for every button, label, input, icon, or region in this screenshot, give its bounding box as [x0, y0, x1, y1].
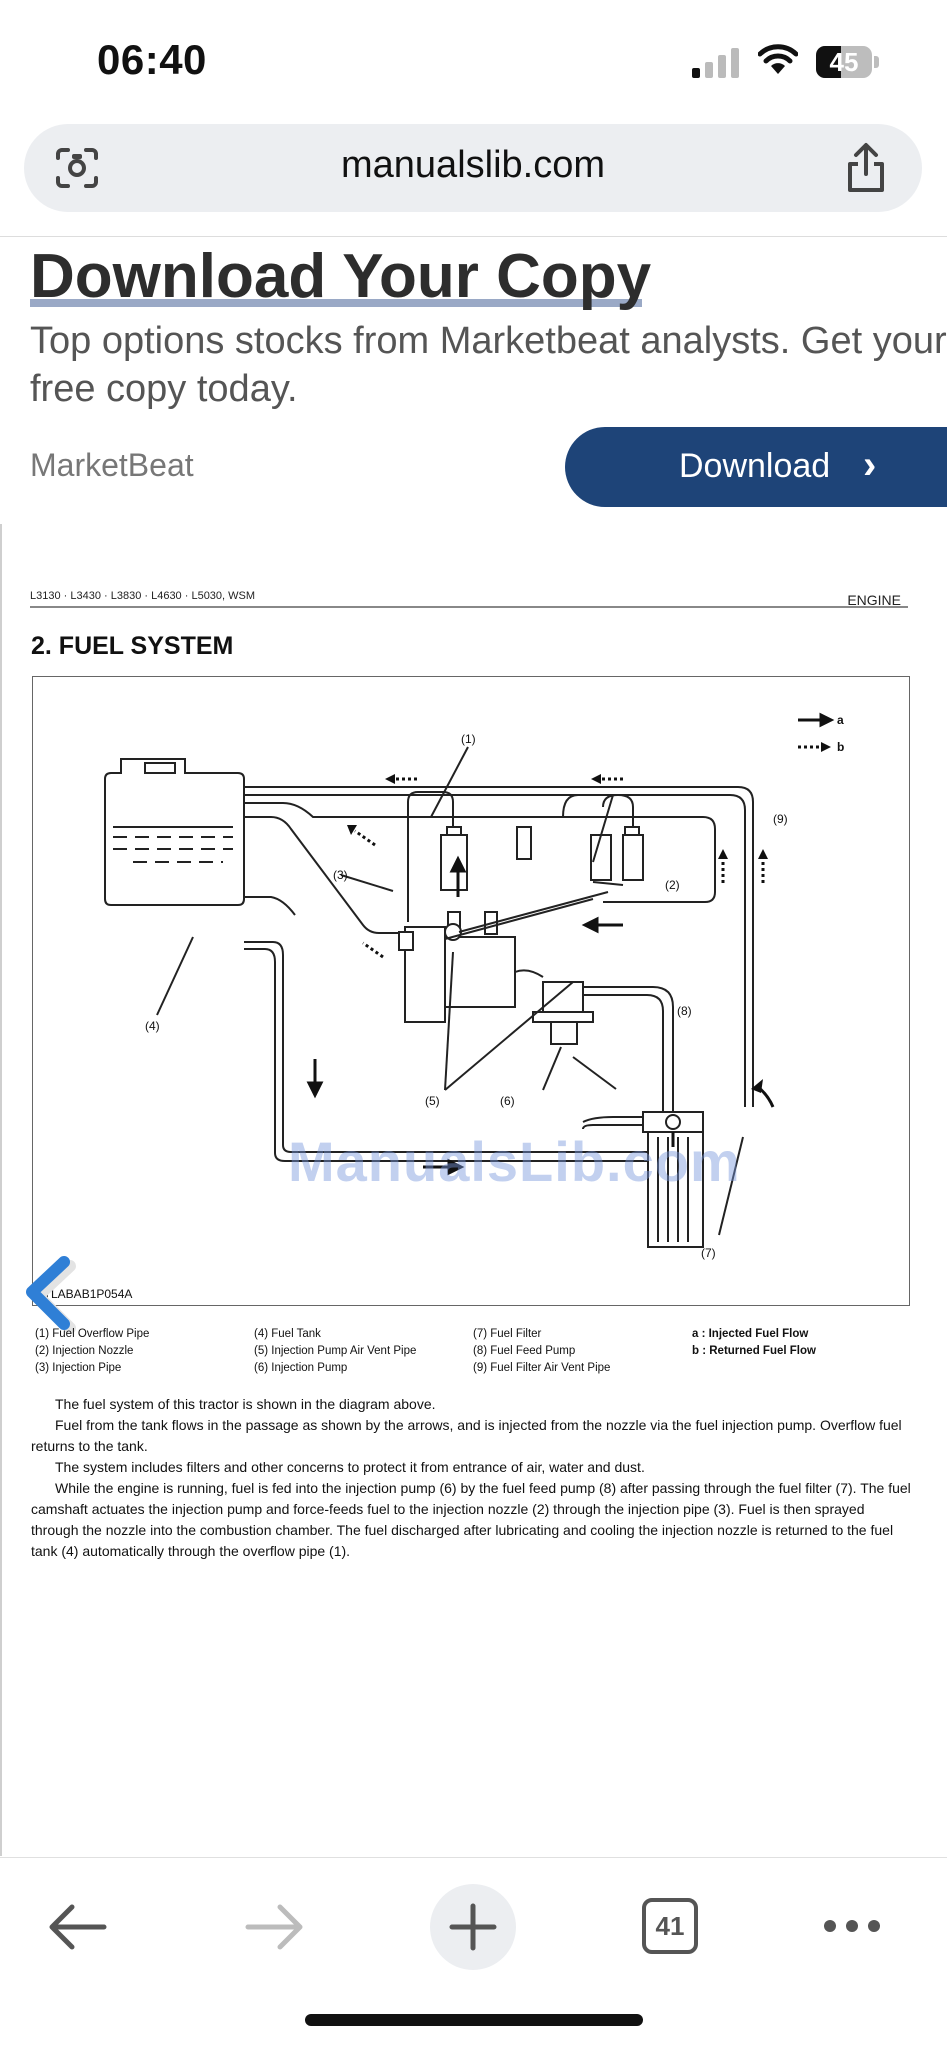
fuel-system-drawing: (1) (2) (4) (5) (6) (7) (8) (9) (3) a b	[104, 712, 844, 1260]
home-indicator	[305, 2014, 643, 2026]
fuel-tank	[104, 758, 245, 906]
status-bar: 06:40 45	[0, 0, 947, 120]
tab-switcher-button[interactable]: 41	[642, 1898, 698, 1954]
legend-item: a : Injected Fuel Flow	[692, 1328, 809, 1340]
legend-item: (6) Injection Pump	[254, 1362, 348, 1374]
legend-item: (3) Injection Pipe	[35, 1362, 122, 1374]
ad-subtitle-line-1: Top options stocks from Marketbeat analy…	[30, 320, 947, 362]
figure-code: 3TLABAB1P054A	[37, 1287, 133, 1301]
wifi-icon	[758, 44, 798, 74]
address-bar[interactable]: manualslib.com	[24, 124, 922, 212]
legend-item: (5) Injection Pump Air Vent Pipe	[254, 1345, 417, 1357]
manual-header-models: L3130 · L3430 · L3830 · L4630 · L5030, W…	[30, 590, 256, 602]
section-title: 2. FUEL SYSTEM	[31, 632, 234, 660]
tab-count: 41	[655, 1911, 685, 1941]
url-text[interactable]: manualslib.com	[341, 144, 605, 186]
status-time: 06:40	[97, 36, 207, 83]
ad-subtitle: Top options stocks from Marketbeat analy…	[30, 317, 947, 413]
callout-5: (5)	[425, 1094, 440, 1108]
back-arrow-icon[interactable]	[44, 1902, 110, 1952]
callout-9: (9)	[773, 812, 788, 826]
share-icon[interactable]	[842, 142, 890, 194]
callout-2: (2)	[665, 878, 680, 892]
legend-column-2: (4) Fuel Tank (5) Injection Pump Air Ven…	[254, 1326, 416, 1377]
ad-brand[interactable]: MarketBeat	[30, 447, 194, 483]
plus-icon	[449, 1903, 497, 1951]
legend-column-1: (1) Fuel Overflow Pipe (2) Injection Noz…	[35, 1326, 149, 1377]
legend-item: (7) Fuel Filter	[473, 1328, 542, 1340]
header-rule	[30, 606, 908, 608]
ad-banner[interactable]: Download Your Copy Top options stocks fr…	[0, 236, 947, 526]
diagram-legend: (1) Fuel Overflow Pipe (2) Injection Noz…	[35, 1326, 915, 1378]
paragraph: The fuel system of this tractor is shown…	[55, 1396, 436, 1412]
ad-download-label: Download	[679, 447, 831, 485]
more-dots-icon[interactable]	[822, 1914, 882, 1938]
legend-column-4: a : Injected Fuel Flow b : Returned Fuel…	[692, 1326, 816, 1360]
manual-body-text: The fuel system of this tractor is shown…	[31, 1394, 913, 1562]
callout-7: (7)	[701, 1246, 716, 1260]
forward-arrow-icon[interactable]	[242, 1902, 308, 1952]
legend-item: (1) Fuel Overflow Pipe	[35, 1328, 150, 1340]
paragraph: The system includes filters and other co…	[55, 1459, 645, 1475]
chevron-right-icon: ›	[863, 443, 877, 487]
legend-item: (4) Fuel Tank	[254, 1328, 321, 1340]
new-tab-button[interactable]	[430, 1884, 516, 1970]
paragraph: Fuel from the tank flows in the passage …	[31, 1417, 902, 1454]
callout-8: (8)	[677, 1004, 692, 1018]
lens-icon[interactable]	[54, 146, 100, 190]
ad-subtitle-line-2: free copy today.	[30, 368, 298, 410]
legend-item: (8) Fuel Feed Pump	[473, 1345, 576, 1357]
ad-title-underline	[30, 299, 642, 307]
callout-4: (4)	[145, 1019, 160, 1033]
legend-column-3: (7) Fuel Filter (8) Fuel Feed Pump (9) F…	[473, 1326, 610, 1377]
callout-1: (1)	[461, 732, 476, 746]
cellular-signal-icon	[692, 48, 739, 78]
legend-item: (9) Fuel Filter Air Vent Pipe	[473, 1362, 611, 1374]
legend-item: b : Returned Fuel Flow	[692, 1345, 816, 1357]
ad-download-button[interactable]: Download ›	[565, 427, 947, 507]
battery-percentage: 45	[829, 47, 859, 77]
flow-key-a: a	[837, 713, 844, 727]
callout-3-text: (3)	[333, 868, 348, 882]
manual-header-section: ENGINE	[847, 592, 901, 608]
flow-key-b: b	[837, 740, 844, 754]
legend-item: (2) Injection Nozzle	[35, 1345, 134, 1357]
watermark: ManualsLib.com	[288, 1130, 741, 1193]
battery-icon: 45	[816, 46, 880, 78]
fuel-system-diagram: (1) (2) (4) (5) (6) (7) (8) (9) (3) a b …	[32, 676, 910, 1306]
manual-page[interactable]: L3130 · L3430 · L3830 · L4630 · L5030, W…	[0, 524, 947, 1856]
paragraph: While the engine is running, fuel is fed…	[31, 1480, 911, 1559]
chevron-left-icon[interactable]	[16, 1248, 76, 1338]
callout-6: (6)	[500, 1094, 515, 1108]
ad-title[interactable]: Download Your Copy	[30, 242, 652, 311]
